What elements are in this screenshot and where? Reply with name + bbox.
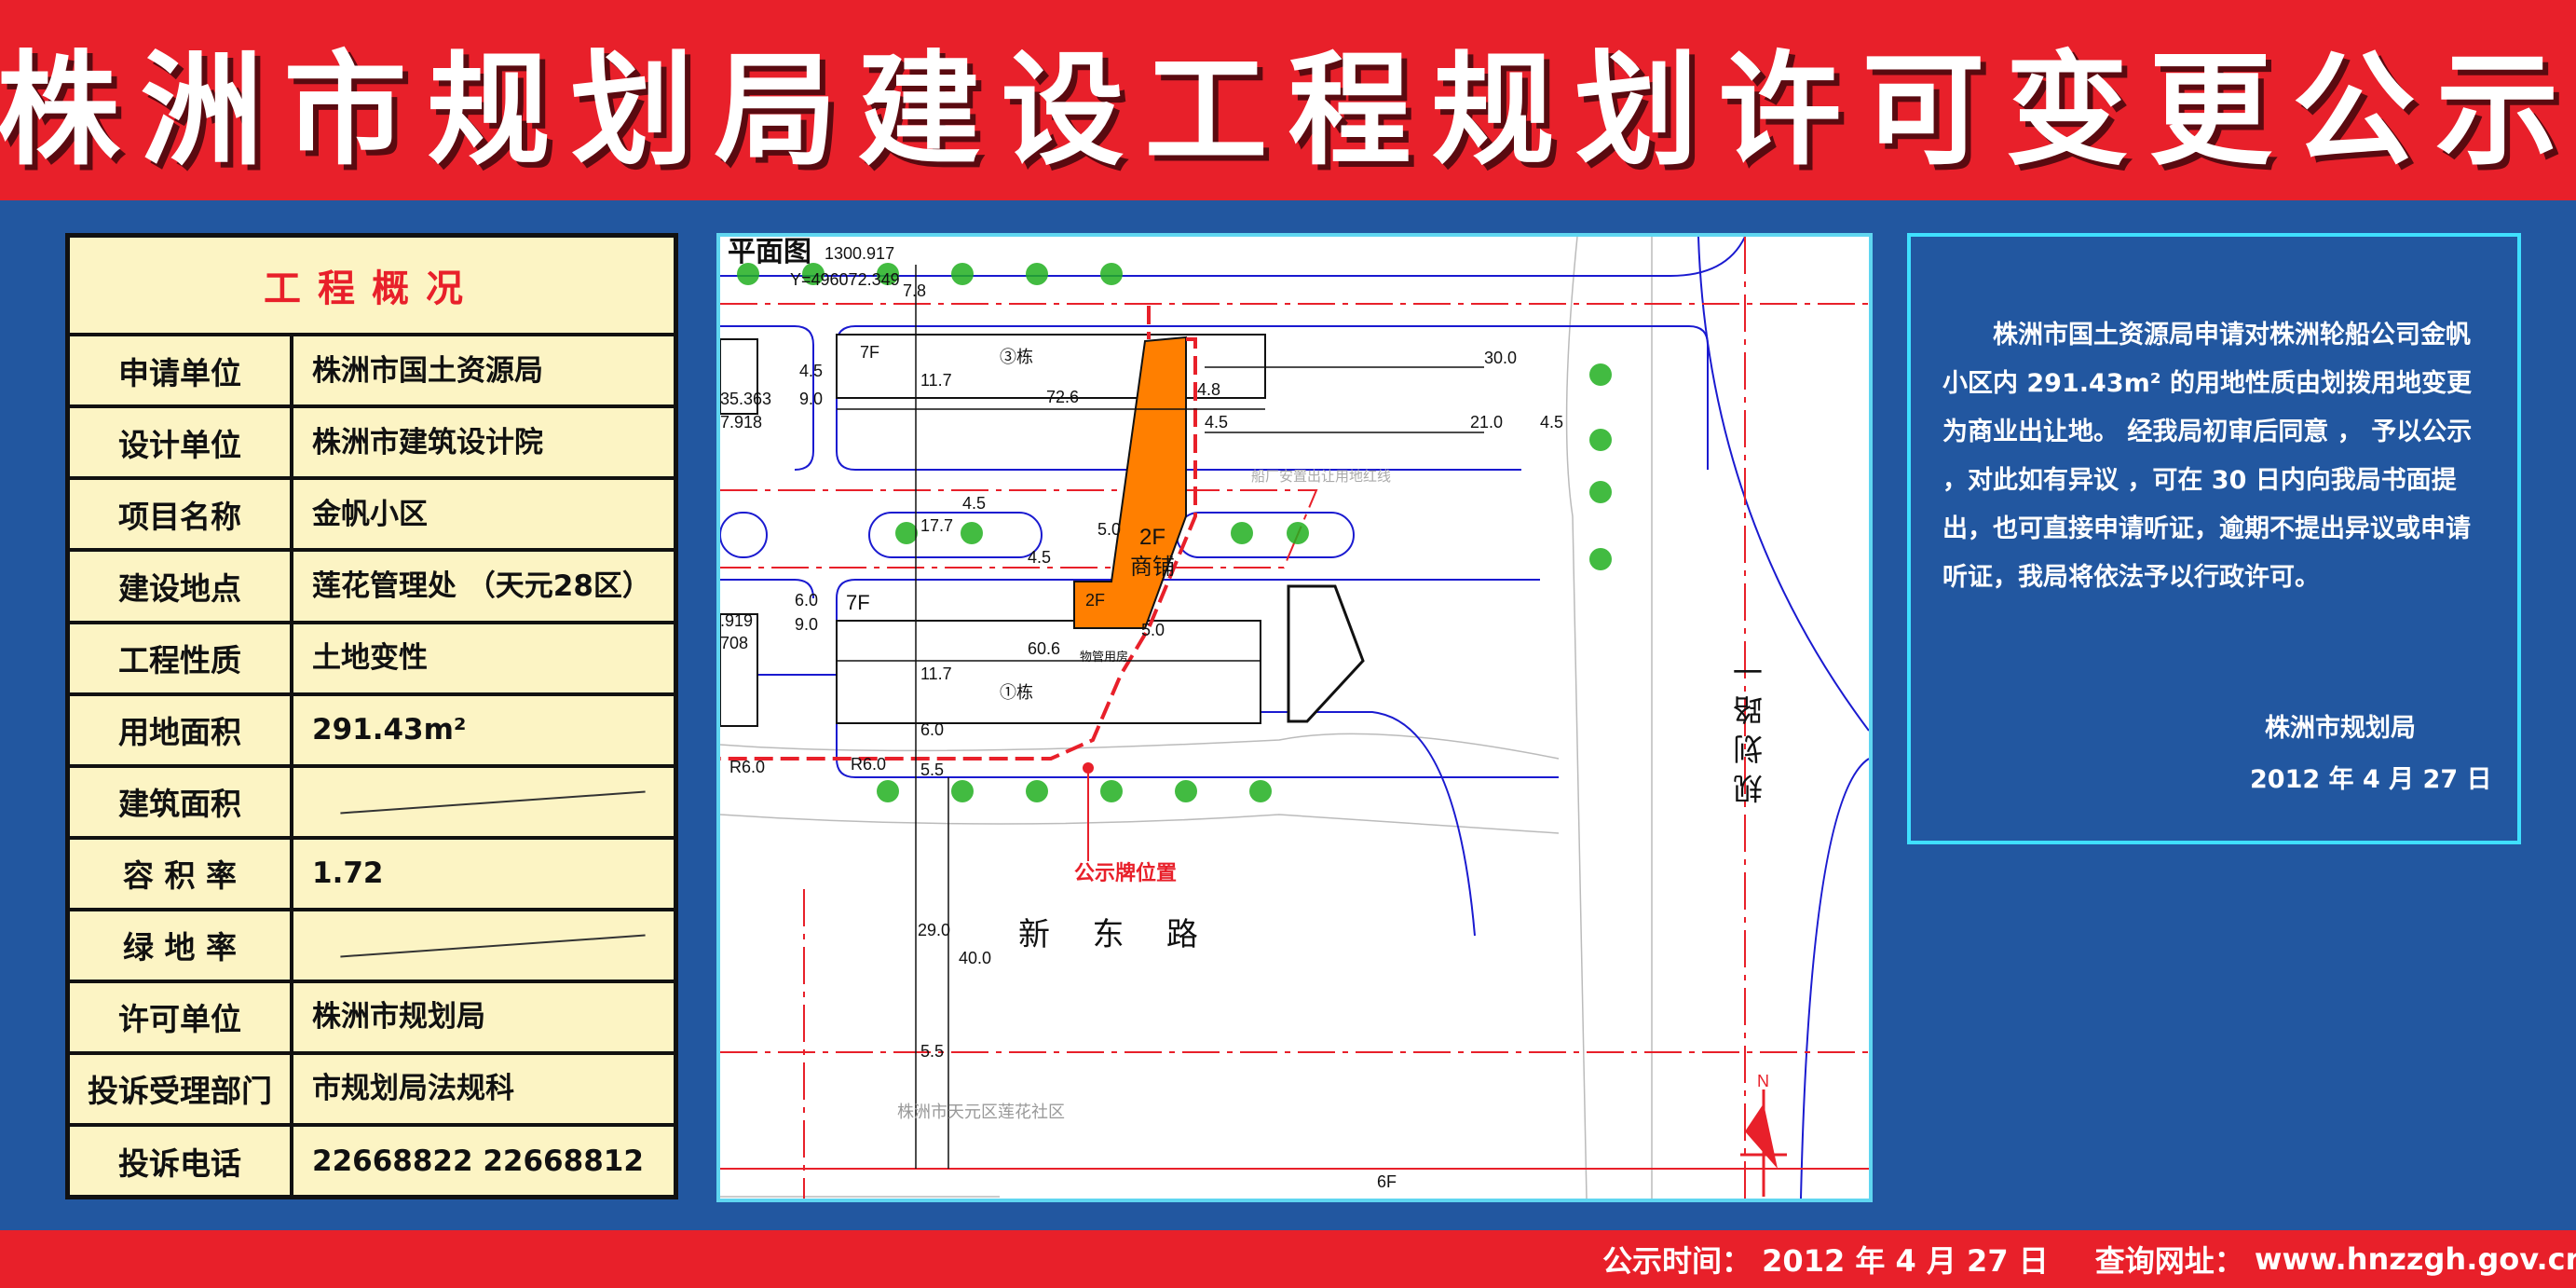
row-value: 市规划局法规科 <box>312 1072 514 1106</box>
notice-body: 株洲市国土资源局申请对株洲轮船公司金帆小区内 291.43m² 的用地性质由划拨… <box>1942 321 2473 592</box>
dim-label: 40.0 <box>959 949 991 967</box>
plan-coord-x: 1300.917 <box>825 244 894 263</box>
dim-label: 5.0 <box>1097 520 1121 539</box>
table-heading: 工程概况 <box>264 267 480 311</box>
dim-label: 6.0 <box>795 591 818 610</box>
table-row: 许可单位株洲市规划局 <box>70 979 674 1051</box>
row-label: 工程性质 <box>70 623 293 692</box>
north-label: N <box>1757 1072 1769 1090</box>
plan-label-bldg3: ③栋 <box>1000 348 1033 366</box>
plan-title: 平面图 <box>728 237 811 267</box>
dim-label: 9.0 <box>795 615 818 634</box>
row-label: 投诉受理部门 <box>70 1054 293 1123</box>
row-value: 株洲市规划局 <box>312 1000 485 1035</box>
footer-bar: 公示时间： 2012 年 4 月 27 日 查询网址： www.hnzzgh.g… <box>0 1230 2576 1288</box>
dim-label: 29.0 <box>918 921 950 939</box>
table-row: 设计单位株洲市建筑设计院 <box>70 404 674 477</box>
row-label: 申请单位 <box>70 336 293 405</box>
table-row: 绿 地 率 <box>70 907 674 980</box>
footer-url-label: 查询网址： <box>2094 1243 2244 1279</box>
dim-label: 21.0 <box>1470 413 1503 432</box>
row-label: 绿 地 率 <box>70 911 293 980</box>
row-label: 建设地点 <box>70 552 293 621</box>
dim-label: 60.6 <box>1028 639 1060 658</box>
row-label: 投诉电话 <box>70 1126 293 1196</box>
plan-label-sign-position: 公示牌位置 <box>1074 861 1177 884</box>
row-value: 株洲市建筑设计院 <box>312 425 543 459</box>
row-value: 22668822 22668812 <box>312 1144 644 1178</box>
dim-label: 11.7 <box>920 371 952 390</box>
dim-label: 4.8 <box>1197 380 1220 399</box>
dim-label: 6.0 <box>920 720 944 739</box>
row-value: 土地变性 <box>312 641 428 676</box>
plan-label-redline: 船厂安置出让用地红线 <box>1251 469 1391 485</box>
plan-label-7f: 7F <box>860 343 879 362</box>
plan-label-2f-mgmt: 2F <box>1085 591 1105 610</box>
dim-label: .919 <box>720 611 753 630</box>
page-title: 株洲市规划局建设工程规划许可变更公示 <box>0 39 2576 183</box>
notice-date: 2012 年 4 月 27 日 <box>2250 765 2492 794</box>
dim-label: R6.0 <box>729 758 765 776</box>
dim-label: 7.918 <box>720 413 762 432</box>
table-row: 申请单位株洲市国土资源局 <box>70 333 674 405</box>
project-overview-table: 工程概况 申请单位株洲市国土资源局设计单位株洲市建筑设计院项目名称金帆小区建设地… <box>65 233 678 1199</box>
row-value: 莲花管理处 （天元28区） <box>312 569 651 603</box>
row-label: 设计单位 <box>70 408 293 477</box>
footer-time-value: 2012 年 4 月 27 日 <box>1751 1243 2049 1279</box>
table-row: 用地面积 291.43m² <box>70 692 674 764</box>
dim-label: 35.363 <box>720 390 771 408</box>
notice-panel: 株洲市国土资源局申请对株洲轮船公司金帆小区内 291.43m² 的用地性质由划拨… <box>1907 233 2521 844</box>
row-label: 项目名称 <box>70 480 293 549</box>
row-value: 株洲市国土资源局 <box>312 353 543 388</box>
table-row: 容 积 率 1.72 <box>70 835 674 908</box>
table-row: 投诉电话 22668822 22668812 <box>70 1122 674 1196</box>
dim-label: 17.7 <box>920 516 953 535</box>
dim-label: 4.5 <box>1028 548 1051 567</box>
dim-label: 30.0 <box>1484 349 1517 367</box>
dim-label: 708 <box>720 634 748 652</box>
plan-label-floors: 7F <box>846 591 870 614</box>
row-label: 建筑面积 <box>70 767 293 836</box>
table-row: 建筑面积 <box>70 763 674 836</box>
footer-url-link[interactable]: www.hnzzgh.gov.cn <box>2243 1241 2576 1277</box>
dim-label: 4.5 <box>1205 413 1228 432</box>
plan-label-mgmt: 物管用房 <box>1080 650 1128 664</box>
table-row: 投诉受理部门市规划局法规科 <box>70 1050 674 1123</box>
row-value: 291.43m² <box>312 713 467 747</box>
title-banner: 株洲市规划局建设工程规划许可变更公示 <box>0 0 2576 200</box>
table-row: 工程性质土地变性 <box>70 620 674 692</box>
dim-label: 11.7 <box>920 665 952 683</box>
dim-label: 5.5 <box>920 760 944 779</box>
row-label: 许可单位 <box>70 982 293 1051</box>
dim-label: 4.5 <box>799 362 823 380</box>
table-row: 项目名称金帆小区 <box>70 476 674 549</box>
dim-label: 5.5 <box>920 1042 944 1061</box>
dim-label: 5.0 <box>1141 621 1165 639</box>
dim-label: 9.0 <box>799 390 823 408</box>
plan-label-road-xindong: 新 东 路 <box>1018 917 1215 952</box>
row-value: 1.72 <box>312 856 384 891</box>
dim-label: 4.5 <box>962 494 986 513</box>
north-arrow-icon <box>1740 1089 1787 1197</box>
dim-label: 4.5 <box>1540 413 1563 432</box>
plan-coord-y: Y=496072.349 <box>790 270 900 289</box>
plan-label-bldg1: ①栋 <box>1000 683 1033 702</box>
row-label: 容 积 率 <box>70 839 293 908</box>
table-row: 建设地点莲花管理处 （天元28区） <box>70 548 674 621</box>
plan-label-shop: 商铺 <box>1130 555 1175 580</box>
plan-label-2f: 2F <box>1139 525 1165 550</box>
site-plan: 平面图 1300.917 Y=496072.349 7.8 7F 7F ③栋 ①… <box>716 233 1873 1202</box>
row-value: 金帆小区 <box>312 497 428 531</box>
row-label: 用地面积 <box>70 695 293 764</box>
plan-label-6f: 6F <box>1377 1172 1397 1191</box>
dim-label: R6.0 <box>851 755 886 774</box>
dim-label: 72.6 <box>1046 388 1079 406</box>
table-heading-row: 工程概况 <box>70 238 674 333</box>
dim-label: 7.8 <box>903 281 926 300</box>
footer-time-label: 公示时间： <box>1602 1243 1752 1279</box>
notice-issuer: 株洲市规划局 <box>2265 714 2416 743</box>
plan-label-planned-road: 规 划 路 一 <box>1732 656 1767 804</box>
plan-label-community: 株洲市天元区莲花社区 <box>897 1103 1065 1121</box>
